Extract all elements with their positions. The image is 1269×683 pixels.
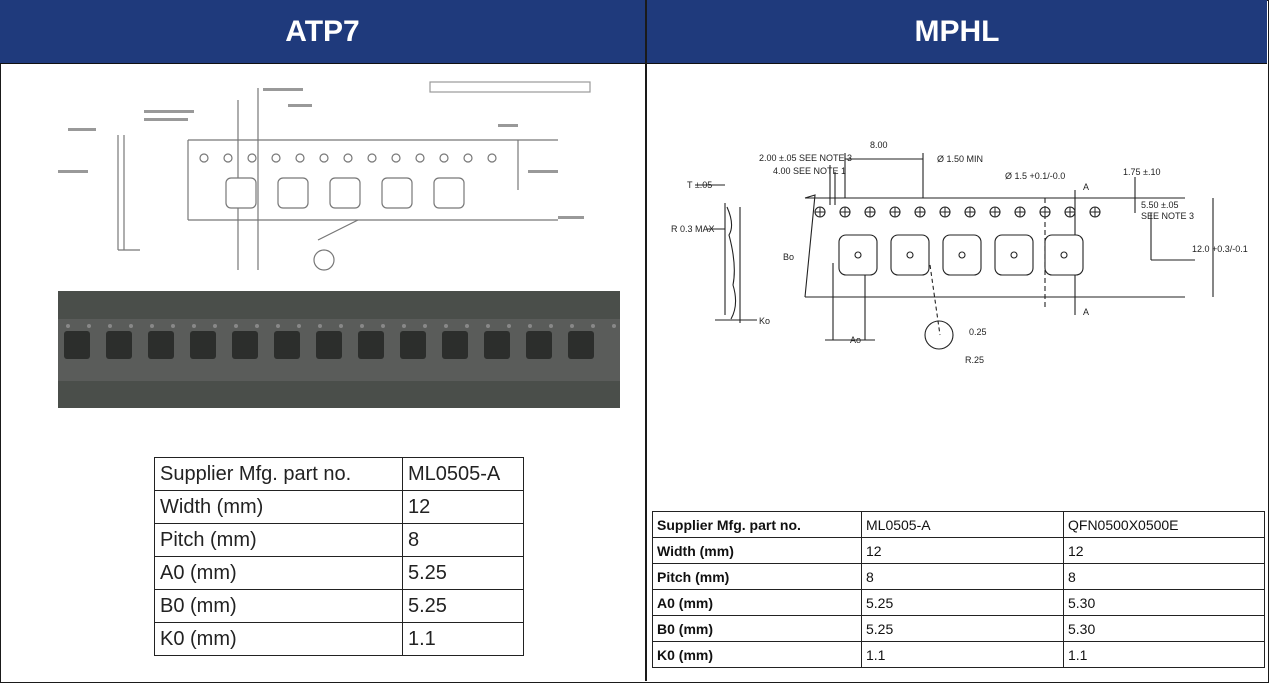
dim-sprocket-spacing: 4.00 SEE NOTE 1 xyxy=(773,166,846,176)
dim-corner: 0.25 xyxy=(969,327,987,337)
label-section-bottom: A xyxy=(1083,307,1089,317)
table-row: A0 (mm)5.25 xyxy=(154,556,524,590)
dim-width: 12.0 +0.3/-0.1 xyxy=(1192,244,1248,254)
label-a0: Ao xyxy=(850,335,861,345)
atp7-header: ATP7 xyxy=(0,0,645,64)
table-row: B0 (mm)5.25 xyxy=(154,589,524,623)
dim-edge: 1.75 ±.10 xyxy=(1123,167,1160,177)
label-section-top: A xyxy=(1083,182,1089,192)
dim-center-note: SEE NOTE 3 xyxy=(1141,211,1194,221)
table-row: Supplier Mfg. part no.ML0505-A xyxy=(154,457,524,491)
column-divider xyxy=(645,0,647,681)
mphl-tape-drawing: 8.00 2.00 ±.05 SEE NOTE 3 4.00 SEE NOTE … xyxy=(671,140,1248,365)
dim-sprocket-pitch: 2.00 ±.05 SEE NOTE 3 xyxy=(759,153,852,163)
dim-thickness: T ±.05 xyxy=(687,180,712,190)
dim-hole: Ø 1.5 +0.1/-0.0 xyxy=(1005,171,1065,181)
atp7-spec-table: Supplier Mfg. part no.ML0505-A Width (mm… xyxy=(154,457,524,656)
table-row: Width (mm)12 xyxy=(154,490,524,524)
dim-radius-max: R 0.3 MAX xyxy=(671,224,715,234)
label-k0: Ko xyxy=(759,316,770,326)
label-b0: Bo xyxy=(783,252,794,262)
atp7-tape-drawing xyxy=(58,81,591,271)
dim-pitch: 8.00 xyxy=(870,140,888,150)
mphl-header: MPHL xyxy=(647,0,1267,64)
table-row: K0 (mm)1.1 xyxy=(154,622,524,656)
dim-hole-min: Ø 1.50 MIN xyxy=(937,154,983,164)
dim-center: 5.50 ±.05 xyxy=(1141,200,1178,210)
atp7-tape-photo xyxy=(58,291,620,408)
dim-radius: R.25 xyxy=(965,355,984,365)
table-row: Pitch (mm)8 xyxy=(154,523,524,557)
